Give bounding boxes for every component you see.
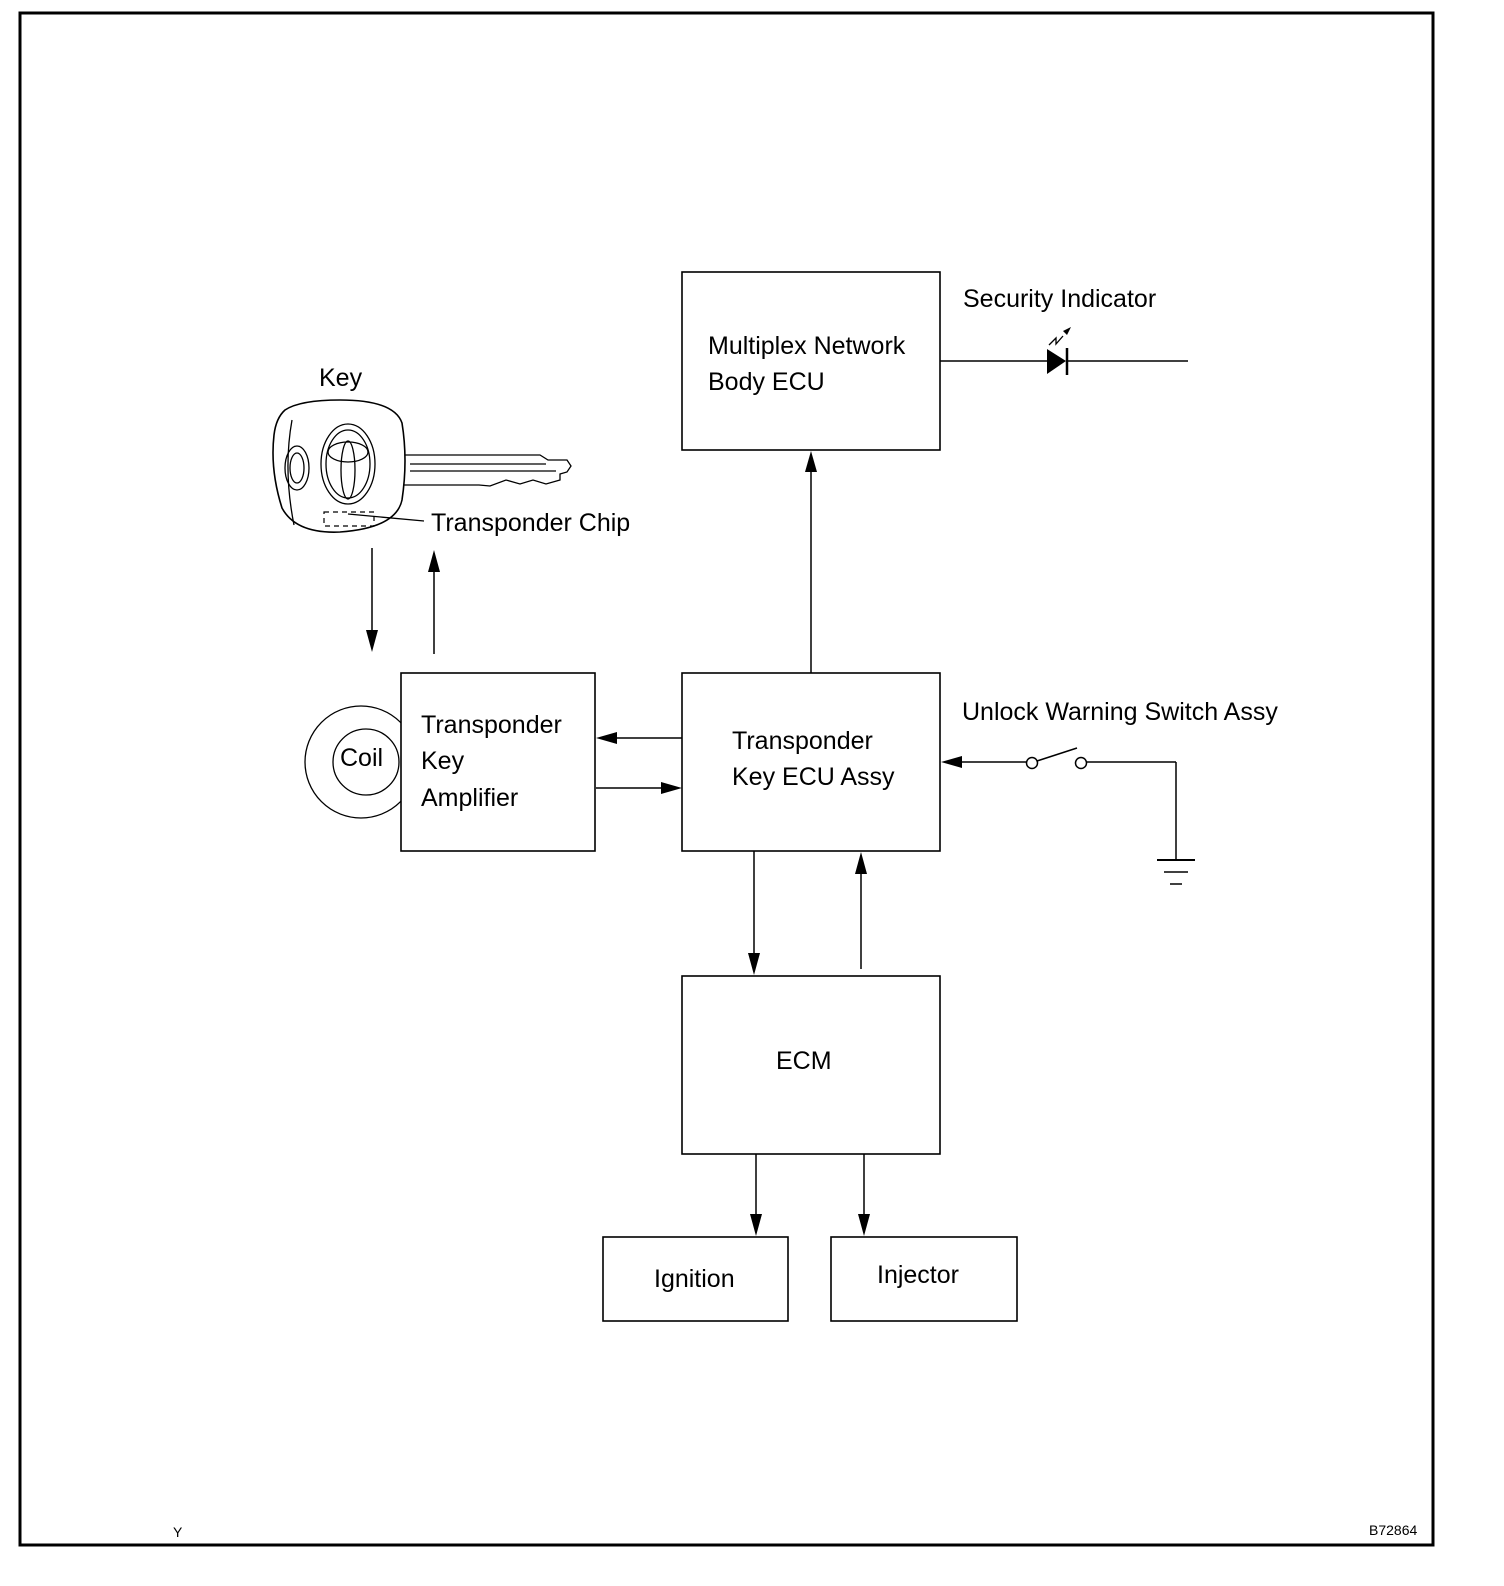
security-indicator: Security Indicator (940, 285, 1188, 375)
ecm-to-key-ecu-arrowhead (855, 852, 867, 874)
figure-code: B72864 (1369, 1522, 1417, 1538)
switch-contact-left (1025, 756, 1039, 770)
injector-label: Injector (877, 1261, 959, 1289)
body-ecu-block: Multiplex Network Body ECU (681, 271, 941, 451)
injector-box (830, 1236, 1018, 1322)
ecm-block: ECM (681, 975, 941, 1155)
ignition-label: Ignition (654, 1265, 735, 1293)
key-emblem-icon (320, 423, 376, 505)
coil-label: Coil (340, 744, 383, 772)
security-indicator-label: Security Indicator (963, 285, 1156, 313)
key-emblem-inner (325, 429, 371, 499)
led-light-arrowhead (1063, 327, 1071, 335)
body-ecu-box (681, 271, 941, 451)
transponder-chip-leader (347, 513, 425, 522)
unlock-warning-switch: Unlock Warning Switch Assy (941, 698, 1278, 885)
amplifier-label-line3: Amplifier (421, 784, 518, 812)
injector-block: Injector (830, 1236, 1018, 1322)
key-blade-icon (403, 454, 572, 487)
diagram-frame (18, 11, 1435, 1547)
key-head-edge (287, 419, 295, 526)
key-ecu-to-ecm-arrowhead (748, 953, 760, 975)
switch-lever-icon (1036, 747, 1078, 762)
key-ecu-label-line1: Transponder (732, 727, 873, 755)
key-ecu-block: Transponder Key ECU Assy (681, 672, 941, 852)
amplifier-to-key-arrowhead (428, 550, 440, 572)
ecm-to-ignition-arrowhead (750, 1214, 762, 1236)
key-to-amplifier-arrowhead (366, 630, 378, 652)
coil: Coil (304, 705, 418, 819)
key-hole-icon (284, 445, 310, 491)
key-illustration: Key Transponder Chip (272, 364, 630, 537)
footer-mark: Y (173, 1524, 183, 1540)
key-ecu-box (681, 672, 941, 852)
switch-contact-right (1074, 756, 1088, 770)
amplifier-box (400, 672, 596, 852)
ecm-label: ECM (776, 1047, 832, 1075)
led-light-ray-icon (1048, 335, 1064, 346)
key-emblem-oval (327, 441, 369, 463)
ignition-block: Ignition (602, 1236, 789, 1322)
key-ecu-to-amplifier-arrowhead (596, 732, 617, 744)
ecm-to-injector-arrowhead (858, 1214, 870, 1236)
transponder-chip-label: Transponder Chip (431, 509, 630, 537)
key-ecu-label-line2: Key ECU Assy (732, 763, 895, 791)
key-hole-inner (289, 452, 305, 484)
key-head-icon (272, 399, 406, 533)
ecm-box (681, 975, 941, 1155)
switch-to-key-ecu-arrowhead (941, 756, 962, 768)
unlock-switch-label: Unlock Warning Switch Assy (962, 698, 1278, 726)
amplifier-label-line1: Transponder (421, 711, 562, 739)
amplifier-block: Transponder Key Amplifier (400, 672, 596, 852)
amplifier-label-line2: Key (421, 747, 465, 775)
key-ecu-to-body-ecu-arrowhead (805, 451, 817, 472)
key-label: Key (319, 364, 363, 392)
transponder-chip-icon (323, 511, 375, 527)
key-emblem-vertical (340, 440, 356, 500)
body-ecu-label-line1: Multiplex Network (708, 332, 906, 360)
led-diode-icon (1047, 349, 1066, 374)
amplifier-to-key-ecu-arrowhead (661, 782, 682, 794)
coil-inner-ring (332, 728, 400, 796)
ignition-box (602, 1236, 789, 1322)
body-ecu-label-line2: Body ECU (708, 368, 825, 396)
